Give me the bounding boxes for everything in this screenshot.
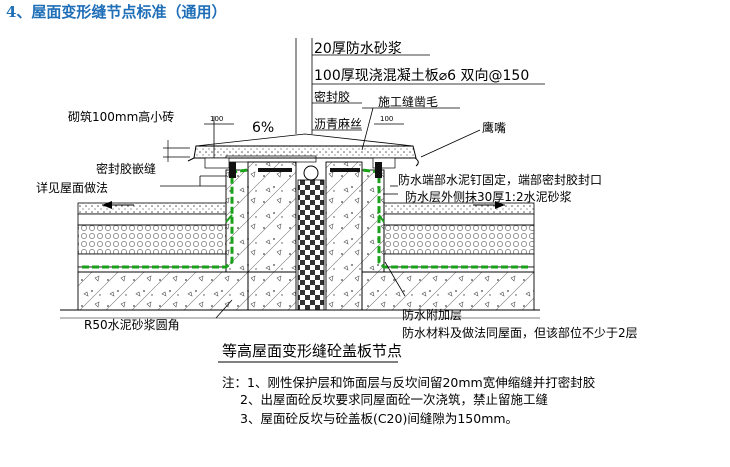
label-construction-joint: 施工缝凿毛: [378, 94, 438, 109]
concrete-cover-slab: [187, 133, 419, 169]
label-slope: 6%: [252, 120, 274, 136]
right-roof-buildup: [361, 202, 535, 311]
label-add-layer-note: 防水材料及做法同屋面，但该部位不少于2层: [402, 325, 638, 340]
drainage-arrows: [102, 201, 505, 209]
left-upstand: [225, 155, 317, 311]
label-nail-fix: 防水端部水泥钉固定，端部密封胶封口: [398, 172, 602, 187]
label-outer-mortar: 防水层外侧抹30厚1:2水泥砂浆: [405, 189, 572, 204]
label-sealant-joint: 密封胶嵌缝: [96, 161, 156, 176]
label-see-roof: 详见屋面做法: [36, 180, 108, 195]
dimension-marks: [163, 123, 404, 162]
section-heading: 4、屋面变形缝节点标准（通用）: [6, 3, 227, 21]
label-sealant: 密封胶: [314, 89, 350, 104]
waterproof-membrane: [82, 162, 528, 269]
note-3: 3、屋面砼反坎与砼盖板(C20)间缝隙为150mm。: [240, 411, 518, 426]
label-asphalt-hemp: 沥青麻丝: [314, 116, 362, 131]
label-mortar-20: 20厚防水砂浆: [314, 41, 402, 57]
label-r50: R50水泥砂浆圆角: [84, 317, 180, 332]
joint-filler-board: [297, 165, 325, 311]
left-roof-buildup: [77, 202, 249, 311]
leader-lines: [160, 38, 545, 319]
label-brick-100: 砌筑100mm高小砖: [68, 109, 174, 124]
ground-line: [60, 309, 540, 319]
diagram-caption: 等高屋面变形缝砼盖板节点: [222, 342, 402, 360]
label-slab-100: 100厚现浇混凝土板⌀6 双向@150: [314, 68, 529, 84]
label-dim-left: 100: [210, 115, 223, 123]
label-add-layer: 防水附加层: [402, 307, 462, 322]
label-dim-right: 100: [380, 115, 393, 123]
note-2: 2、出屋面砼反坎要求同屋面砼一次浇筑，禁止留施工缝: [240, 392, 548, 407]
note-1: 注：1、刚性保护层和饰面层与反坎间留20mm宽伸缩缝并打密封胶: [222, 375, 595, 390]
label-drip: 鹰嘴: [482, 120, 506, 135]
